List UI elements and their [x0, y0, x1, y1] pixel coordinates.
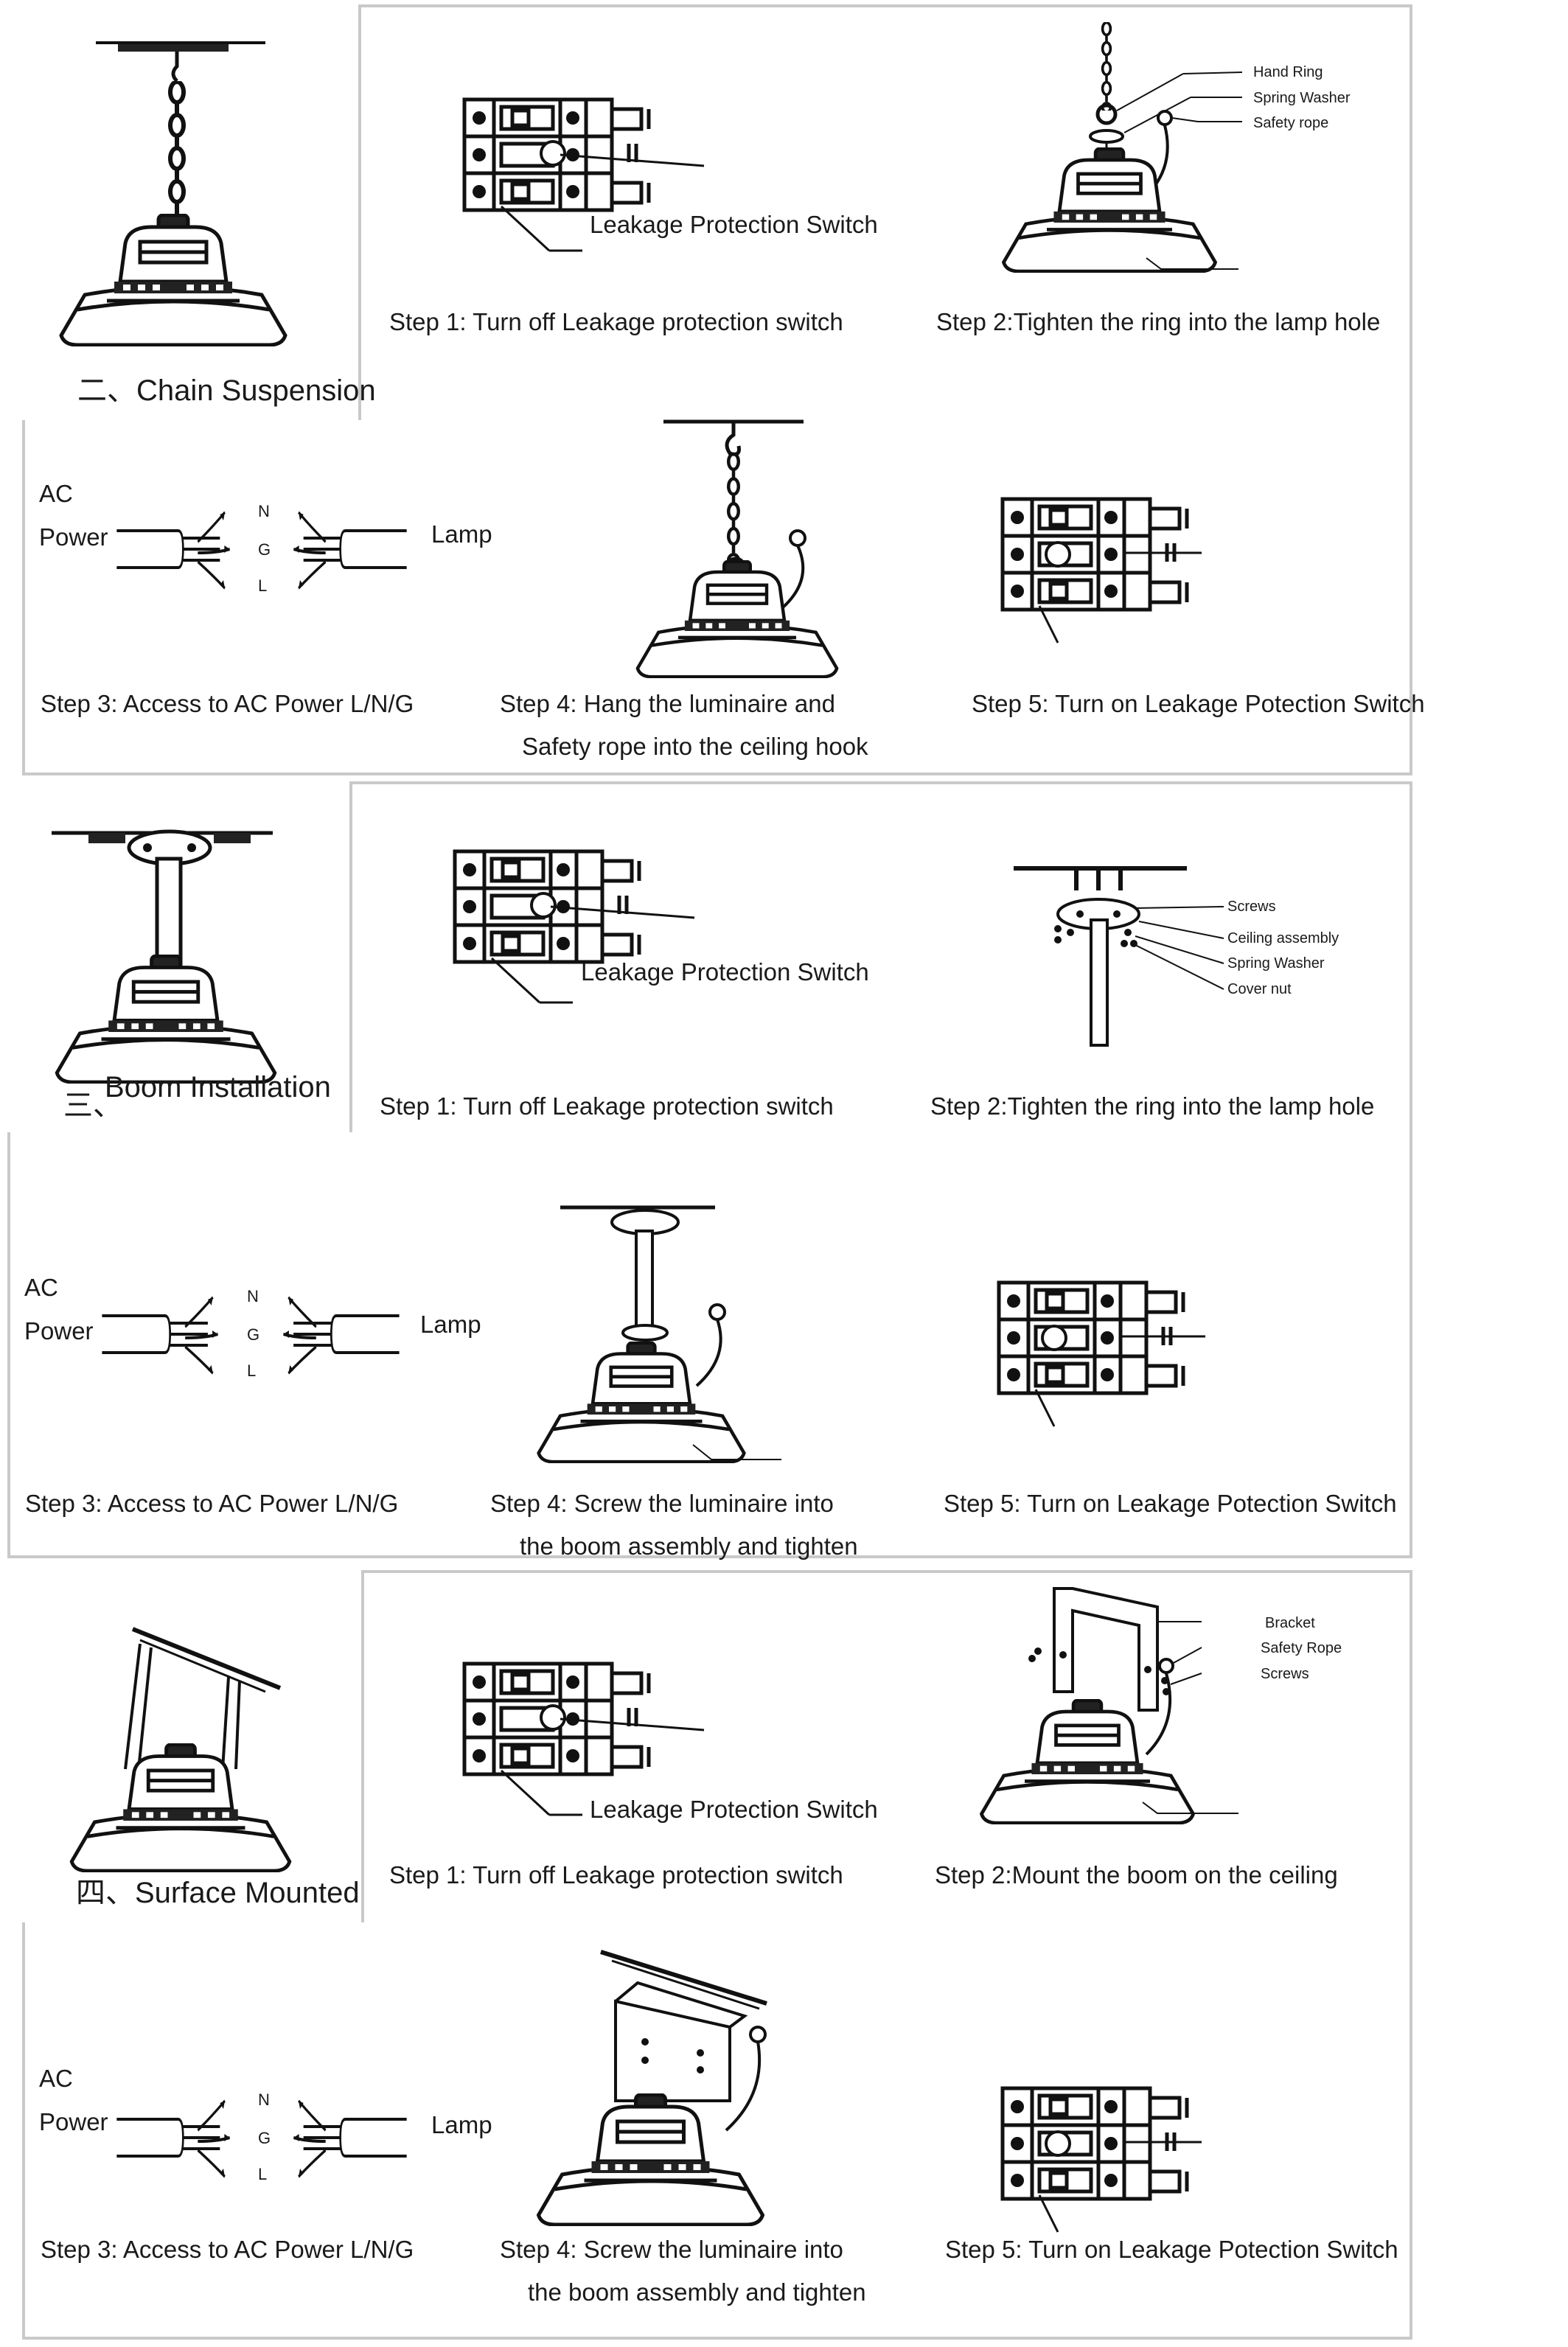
- step1-label: Step 1: Turn off Leakage protection swit…: [380, 1092, 834, 1120]
- section-heading-chain: 二、Chain Suspension: [77, 374, 376, 407]
- power-label: Power: [39, 2108, 108, 2135]
- step2-label: Step 2:Tighten the ring into the lamp ho…: [936, 308, 1381, 335]
- step4-label-line2: the boom assembly and tighten: [520, 1532, 858, 1560]
- callout-screws: Screws: [1261, 1666, 1309, 1682]
- switch-label: Leakage Protection Switch: [590, 211, 878, 238]
- surface-steps-bottom-frame: [22, 1922, 1412, 2340]
- wire-n-label: N: [258, 2090, 270, 2109]
- breaker-on-icon: [995, 1279, 1205, 1427]
- section-heading-surface: 四、Surface Mounted: [76, 1877, 360, 1909]
- step4-label-line2: Safety rope into the ceiling hook: [522, 733, 868, 760]
- callout-bracket: Bracket: [1265, 1615, 1315, 1631]
- switch-label: Leakage Protection Switch: [581, 958, 869, 986]
- callout-safety-rope: Safety rope: [1253, 115, 1329, 131]
- chain-overview-illustration: [52, 41, 302, 339]
- step4-label-line2: the boom assembly and tighten: [528, 2278, 866, 2306]
- breaker-off-icon: [461, 1660, 705, 1816]
- callout-cover-nut: Cover nut: [1227, 981, 1292, 997]
- step5-label: Step 5: Turn on Leakage Potection Switch: [972, 690, 1425, 717]
- ring-tighten-illustration: [977, 22, 1243, 273]
- ac-label: AC: [39, 2065, 73, 2092]
- lamp-label: Lamp: [420, 1311, 481, 1338]
- screw-luminaire-illustration: [516, 1205, 781, 1467]
- boom-steps-bottom-frame: [7, 1132, 1412, 1558]
- ceiling-assembly-illustration: [1014, 866, 1224, 1047]
- step4-label-line1: Step 4: Hang the luminaire and: [500, 690, 835, 717]
- wire-l-label: L: [258, 2165, 268, 2183]
- lamp-label: Lamp: [431, 2111, 492, 2138]
- step3-label: Step 3: Access to AC Power L/N/G: [25, 1490, 399, 1517]
- section-heading-boom-num: 三、: [63, 1089, 122, 1122]
- surface-overview-illustration: [22, 1627, 332, 1872]
- wire-g-label: G: [247, 1325, 260, 1344]
- step3-label: Step 3: Access to AC Power L/N/G: [41, 690, 414, 717]
- callout-screws: Screws: [1227, 899, 1276, 915]
- step4-label-line1: Step 4: Screw the luminaire into: [500, 2236, 843, 2263]
- step2-label: Step 2:Tighten the ring into the lamp ho…: [930, 1092, 1375, 1120]
- section-heading-boom: Boom Installation: [105, 1071, 331, 1103]
- power-label: Power: [24, 1317, 94, 1345]
- chain-steps-top-frame: [358, 4, 1412, 423]
- hang-luminaire-illustration: [612, 419, 877, 678]
- power-label: Power: [39, 523, 108, 551]
- step5-label: Step 5: Turn on Leakage Potection Switch: [945, 2236, 1398, 2263]
- breaker-on-icon: [999, 2085, 1202, 2233]
- breaker-off-icon: [461, 96, 705, 252]
- surface-steps-top-frame: [361, 1570, 1412, 1925]
- step2-label: Step 2:Mount the boom on the ceiling: [935, 1861, 1338, 1889]
- callout-spring-washer: Spring Washer: [1253, 90, 1351, 106]
- callout-safety-rope: Safety Rope: [1261, 1640, 1342, 1656]
- switch-label: Leakage Protection Switch: [590, 1796, 878, 1823]
- step1-label: Step 1: Turn off Leakage protection swit…: [389, 308, 843, 335]
- wire-g-label: G: [258, 2129, 271, 2147]
- surface-screw-illustration: [516, 1950, 767, 2226]
- ac-label: AC: [39, 480, 73, 507]
- breaker-off-icon: [451, 848, 695, 1004]
- step3-label: Step 3: Access to AC Power L/N/G: [41, 2236, 414, 2263]
- bracket-mount-illustration: [958, 1587, 1238, 1824]
- wire-n-label: N: [258, 502, 270, 520]
- step5-label: Step 5: Turn on Leakage Potection Switch: [944, 1490, 1397, 1517]
- ac-label: AC: [24, 1274, 58, 1301]
- step4-label-line1: Step 4: Screw the luminaire into: [490, 1490, 834, 1517]
- breaker-on-icon: [999, 495, 1202, 644]
- callout-hand-ring: Hand Ring: [1253, 64, 1323, 80]
- wire-l-label: L: [247, 1361, 257, 1380]
- wire-g-label: G: [258, 540, 271, 559]
- wire-l-label: L: [258, 576, 268, 595]
- step1-label: Step 1: Turn off Leakage protection swit…: [389, 1861, 843, 1889]
- boom-steps-top-frame: [349, 781, 1412, 1135]
- callout-spring-washer: Spring Washer: [1227, 955, 1325, 972]
- wire-n-label: N: [247, 1287, 259, 1305]
- callout-ceiling-assembly: Ceiling assembly: [1227, 930, 1339, 946]
- lamp-label: Lamp: [431, 520, 492, 548]
- boom-overview-illustration: [52, 829, 295, 1084]
